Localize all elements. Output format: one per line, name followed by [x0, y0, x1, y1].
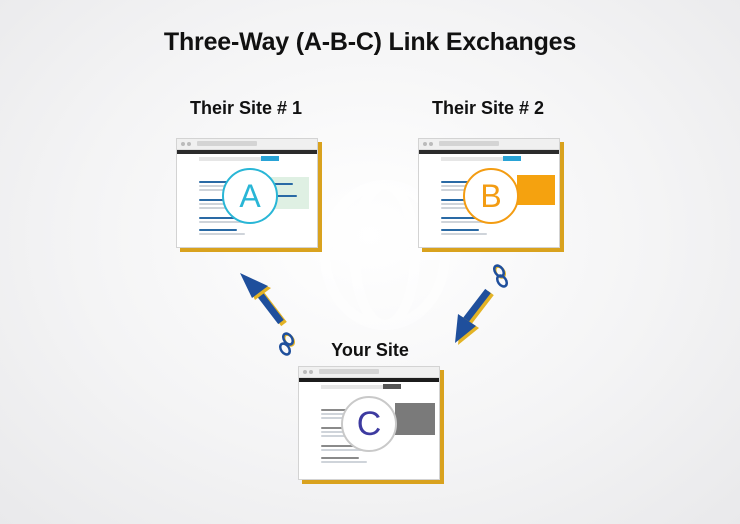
arrow-b-to-c-icon	[455, 288, 494, 345]
arrow-c-to-a-icon	[240, 273, 287, 327]
chain-link-icon-left	[278, 332, 296, 356]
site-c-label: Your Site	[331, 340, 409, 360]
site-b-badge: B	[463, 168, 519, 224]
site-a-label: Their Site # 1	[189, 98, 303, 118]
site-a-badge: A	[222, 168, 278, 224]
chain-link-icon-right	[492, 264, 509, 288]
site-c-panel	[395, 403, 435, 435]
site-b-panel	[517, 175, 555, 205]
site-b-label: Their Site # 2	[431, 98, 545, 118]
diagram-title: Three-Way (A-B-C) Link Exchanges	[163, 28, 577, 56]
site-c-badge: C	[341, 396, 397, 452]
